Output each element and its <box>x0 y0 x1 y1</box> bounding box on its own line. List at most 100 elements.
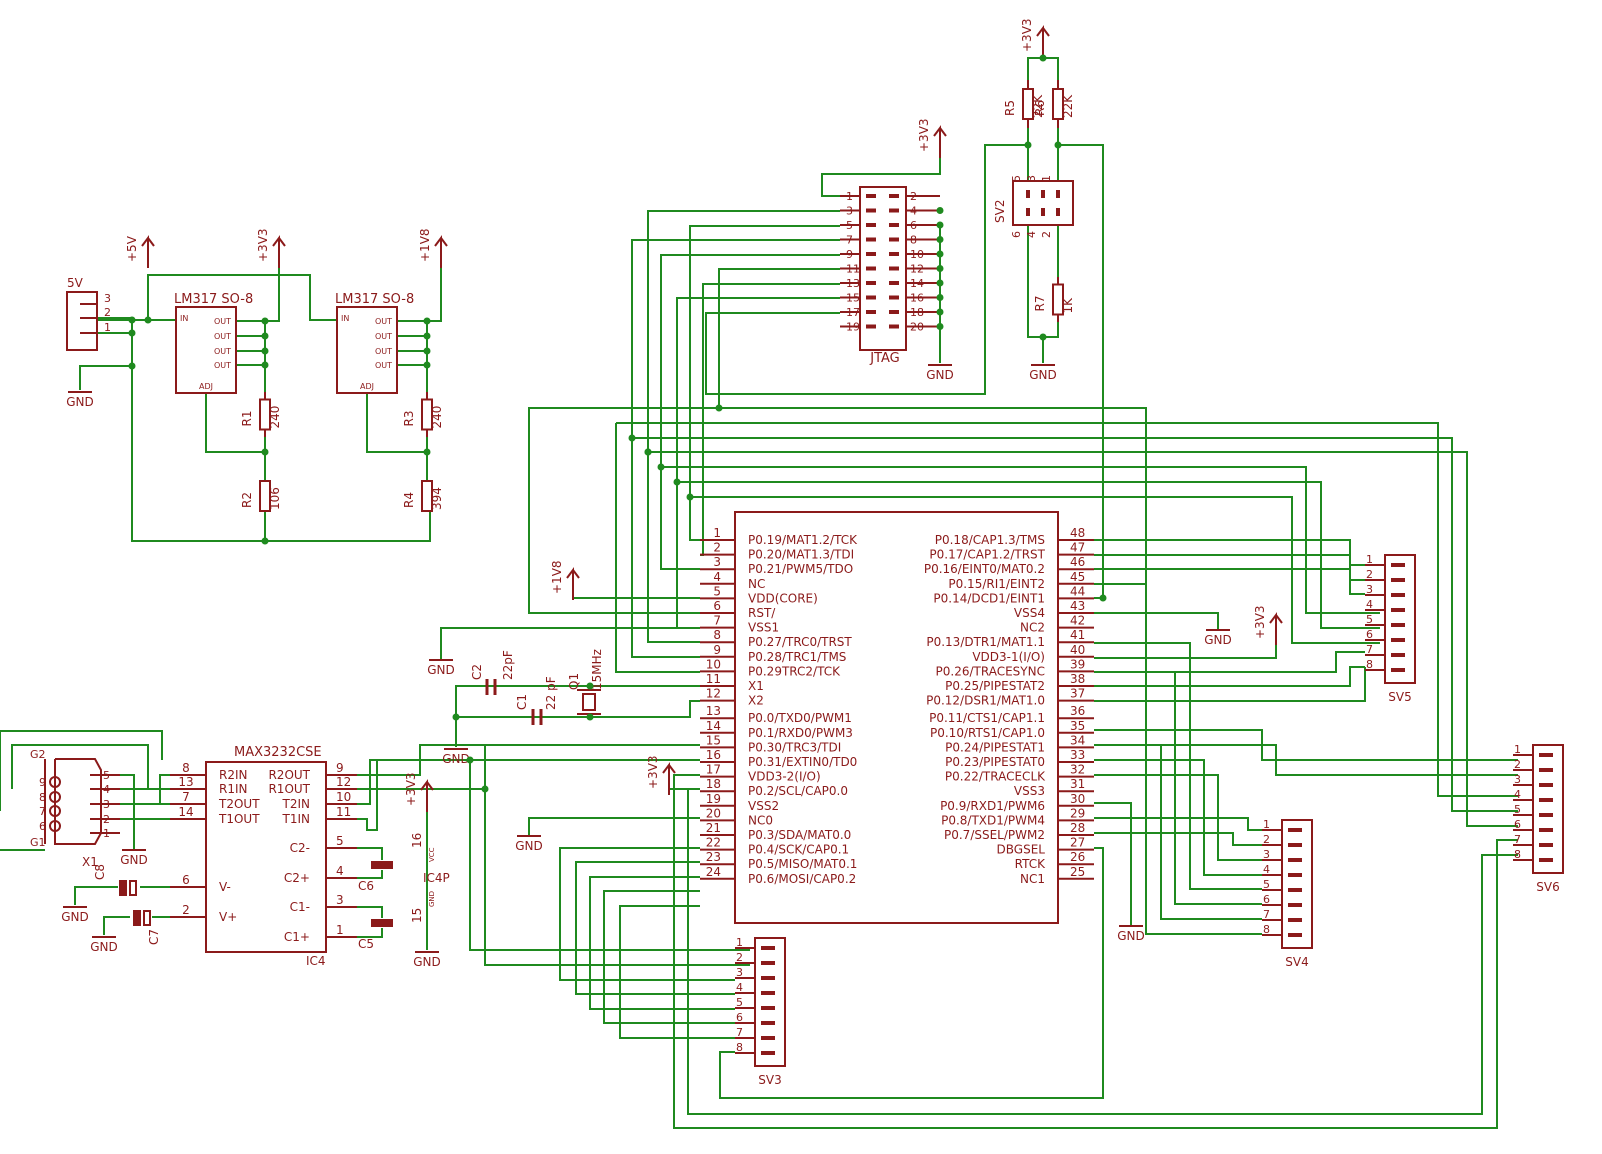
supply-arrow <box>272 235 280 268</box>
sv2-pin-num: 6 <box>1010 231 1023 238</box>
junction-dot <box>261 332 269 340</box>
junction-dot <box>128 362 136 370</box>
junction-dot <box>936 207 944 214</box>
mcu-pin-num: 6 <box>713 599 721 613</box>
max3232-pin-num: 6 <box>182 873 190 887</box>
header-pin-num: 8 <box>1514 848 1521 861</box>
mcu-pin-num: 40 <box>1070 643 1085 657</box>
supply-arrow <box>434 235 442 268</box>
mcu-pin-label: NC1 <box>1020 872 1045 886</box>
regulator-in-label: IN <box>341 314 349 323</box>
header-pin-num: 3 <box>736 966 743 979</box>
junction-dot <box>657 463 665 471</box>
wire <box>705 144 1028 395</box>
ic4p-vcc: VCC <box>428 847 436 862</box>
max3232-ic <box>205 761 327 953</box>
mcu-pin-label: P0.0/TXD0/PWM1 <box>748 711 852 725</box>
mcu-pin-label: P0.3/SDA/MAT0.0 <box>748 828 851 842</box>
regulator-out-label: OUT <box>375 332 392 341</box>
junction-dot <box>423 317 431 325</box>
wire <box>631 438 700 658</box>
junction-dot <box>628 434 636 442</box>
gnd-label: GND <box>926 368 954 382</box>
wire <box>572 583 700 599</box>
mcu-pin-num: 31 <box>1070 777 1085 791</box>
junction-dot <box>423 332 431 340</box>
wire <box>676 297 1380 629</box>
header-pin-num: 3 <box>1514 773 1521 786</box>
mcu-pin-num: 36 <box>1070 704 1085 718</box>
mcu-pin-num: 30 <box>1070 792 1085 806</box>
mcu-pin-num: 39 <box>1070 657 1085 671</box>
db9-pin-num: 1 <box>103 827 110 840</box>
db9-pin-num: 4 <box>103 783 110 796</box>
db9-socket <box>49 820 61 832</box>
mcu-pin-label: P0.17/CAP1.2/TRST <box>929 548 1045 562</box>
regulator-lm317 <box>175 306 237 394</box>
wire <box>719 847 1104 1099</box>
mcu-pin-num: 5 <box>713 584 721 598</box>
supply-arrow <box>147 237 155 247</box>
junction-dot <box>936 308 944 316</box>
resistor-r5-ref: R5 <box>1003 100 1017 116</box>
header-pin-num: 3 <box>1366 583 1373 596</box>
max3232-pin-label: T2OUT <box>218 797 260 811</box>
junction-dot <box>936 294 944 301</box>
header-pin-num: 4 <box>1263 863 1270 876</box>
jtag-pin-num: 9 <box>846 248 853 261</box>
junction-dot <box>481 785 489 793</box>
gnd-label: GND <box>413 955 441 969</box>
mcu-pin-num: 18 <box>706 777 721 791</box>
jtag-pin-num: 19 <box>846 321 860 334</box>
max3232-pin-num: 14 <box>178 805 193 819</box>
junction-dot <box>1024 141 1032 149</box>
sv2-pin-num: 3 <box>1025 175 1038 182</box>
mcu-pin-label: X2 <box>748 694 764 708</box>
mcu-pin-label: P0.12/DSR1/MAT1.0 <box>926 694 1045 708</box>
header-pin-num: 7 <box>1263 908 1270 921</box>
cap-c7-plate <box>143 910 151 926</box>
mcu-pin-num: 23 <box>706 850 721 864</box>
junction-dot <box>936 323 944 330</box>
resistor-r4-value: 394 <box>430 487 444 510</box>
regulator-out-label: OUT <box>375 347 392 356</box>
header-pin-num: 2 <box>1366 568 1373 581</box>
resistor-r5-value: 22K <box>1031 94 1045 118</box>
supply-3v3-vdd32: +3V3 <box>646 755 660 789</box>
max3232-pin-num: 9 <box>336 761 344 775</box>
mcu-pin-label: VSS4 <box>1014 606 1045 620</box>
junction-dot <box>586 682 594 690</box>
mcu-pin-num: 13 <box>706 704 721 718</box>
mcu-pin-label: VDD(CORE) <box>748 591 818 605</box>
db9-pin-num: 3 <box>103 798 110 811</box>
wire <box>603 890 735 1024</box>
supply-arrow <box>566 567 574 600</box>
resistor-r1-ref: R1 <box>240 411 254 427</box>
max3232-pin-label: C2- <box>290 841 310 855</box>
junction-dot <box>936 279 944 287</box>
jtag-pin-num: 6 <box>910 219 917 232</box>
resistor-r4-ref: R4 <box>402 492 416 508</box>
wire <box>265 250 280 322</box>
cap-c7 <box>133 910 141 926</box>
resistor-r7-value: 1K <box>1061 297 1075 314</box>
wire <box>440 627 700 660</box>
mcu-pin-num: 21 <box>706 821 721 835</box>
wire <box>1094 539 1365 566</box>
max3232-pin-label: T2IN <box>282 797 310 811</box>
wire <box>589 876 735 1010</box>
wire <box>205 393 265 453</box>
max3232-pin-num: 2 <box>182 903 190 917</box>
gnd-label: GND <box>90 940 118 954</box>
header-pin-num: 6 <box>1366 628 1373 641</box>
mcu-pin-num: 41 <box>1070 628 1085 642</box>
mcu-pin-label: P0.16/EINT0/MAT0.2 <box>924 562 1045 576</box>
jtag-pin-num: 15 <box>846 292 860 305</box>
junction-dot <box>128 316 136 324</box>
header-pin-num: 2 <box>736 951 743 964</box>
junction-dot <box>715 404 723 412</box>
junction-dot <box>423 347 431 355</box>
mcu-pin-label: P0.11/CTS1/CAP1.1 <box>929 711 1045 725</box>
crystal-q1 <box>582 693 596 711</box>
header-sv6 <box>1532 744 1564 874</box>
